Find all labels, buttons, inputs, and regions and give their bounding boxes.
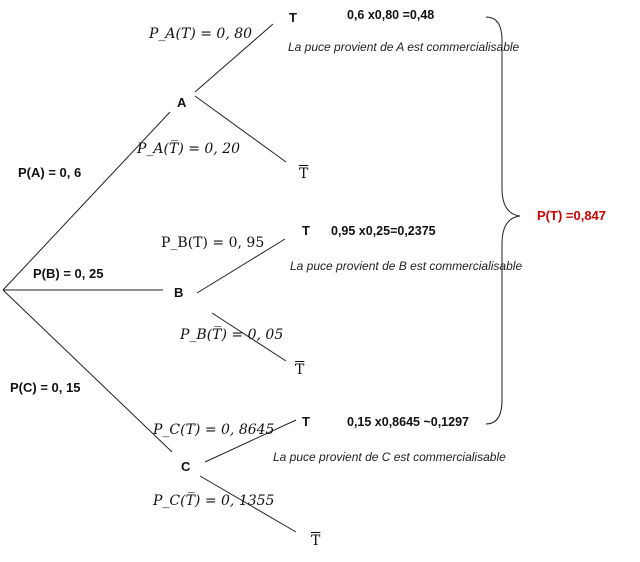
branch-root-C <box>2 289 173 453</box>
outcome-A-Tbar: T <box>299 166 309 182</box>
note-A: La puce provient de A est commercialisab… <box>288 40 520 54</box>
cond-prob-C-Tbar: P_C(T̅) = 0, 1355 <box>153 493 275 509</box>
note-C: La puce provient de C est commercialisab… <box>273 450 506 464</box>
branch-C-T <box>204 419 297 463</box>
branch-C-Tbar <box>199 475 297 533</box>
outcome-C-Tbar: T <box>311 533 321 549</box>
product-C: 0,15 x0,8645 ~0,1297 <box>347 415 469 429</box>
product-B: 0,95 x0,25=0,2375 <box>331 224 436 238</box>
branch-A-Tbar <box>194 95 287 163</box>
node-A: A <box>177 95 187 110</box>
total-brace <box>485 16 521 425</box>
outcome-A-T: T <box>289 10 297 25</box>
cond-prob-A-T: P_A(T) = 0, 80 <box>149 26 253 42</box>
note-B: La puce provient de B est commercialisab… <box>290 259 523 273</box>
total-probability: P(T) =0,847 <box>537 208 607 223</box>
branch-A-T <box>194 23 274 93</box>
branch-root-A <box>2 111 171 291</box>
prob-A: P(A) = 0, 6 <box>18 165 82 180</box>
node-B: B <box>174 285 184 300</box>
cond-prob-B-T: P_B(T) = 0, 95 <box>161 235 265 251</box>
outcome-B-T: T <box>302 223 310 238</box>
outcome-B-Tbar: T <box>295 362 305 378</box>
cond-prob-B-Tbar: P_B(T̅) = 0, 05 <box>180 327 284 343</box>
prob-C: P(C) = 0, 15 <box>10 380 81 395</box>
cond-prob-C-T: P_C(T) = 0, 8645 <box>153 422 275 438</box>
branch-B-T <box>196 238 286 294</box>
cond-prob-A-Tbar: P_A(T̅) = 0, 20 <box>137 141 241 157</box>
product-A: 0,6 x0,80 =0,48 <box>347 8 435 22</box>
branch-B-Tbar <box>211 312 287 362</box>
outcome-C-T: T <box>302 414 310 429</box>
prob-B: P(B) = 0, 25 <box>33 266 104 281</box>
node-C: C <box>181 459 191 474</box>
